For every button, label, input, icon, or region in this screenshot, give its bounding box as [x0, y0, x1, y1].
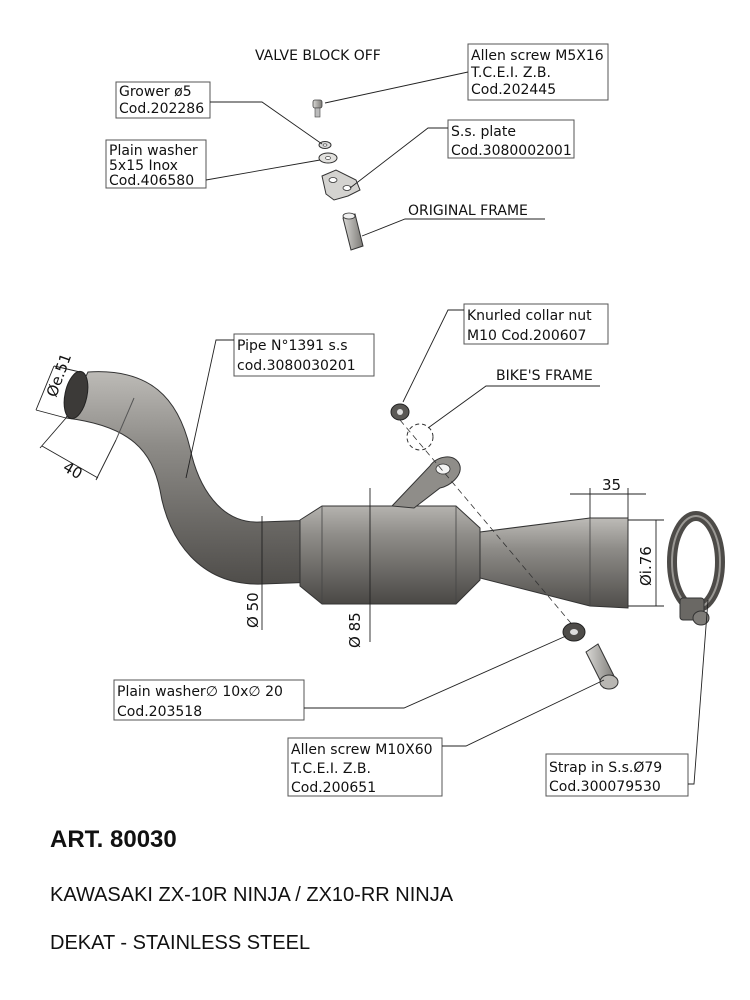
grower-washer-part [318, 141, 332, 149]
callout-plain-washer-5x15: Plain washer 5x15 Inox Cod.406580 [105, 139, 207, 189]
svg-text:Cod.202286: Cod.202286 [119, 101, 204, 117]
model-name: KAWASAKI ZX-10R NINJA / ZX10-RR NINJA [50, 884, 454, 906]
leader-bikes-frame [427, 385, 600, 429]
svg-text:Cod.203518: Cod.203518 [117, 704, 202, 720]
leader-pipe [185, 339, 234, 479]
leader-plain-washer-10x20 [304, 635, 567, 709]
callout-allen-screw-m5: Allen screw M5X16 T.C.E.I. Z.B. Cod.2024… [467, 43, 609, 101]
m10-allen-screw-part [585, 643, 619, 690]
dim-outlet-length: 35 [570, 476, 646, 518]
dim-body-diameter: Ø 85 [346, 488, 371, 648]
svg-text:Plain washer∅ 10x∅ 20: Plain washer∅ 10x∅ 20 [117, 684, 283, 700]
outlet-cone [479, 517, 629, 609]
svg-text:Cod.406580: Cod.406580 [109, 173, 194, 189]
callout-ss-plate: S.s. plate Cod.3080002001 [447, 119, 575, 159]
svg-text:35: 35 [602, 476, 621, 494]
pipe-1391 [63, 370, 319, 585]
leader-allen-screw-m10 [442, 679, 605, 747]
svg-text:cod.3080030201: cod.3080030201 [237, 358, 356, 374]
svg-text:40: 40 [60, 458, 86, 483]
dim-bend-diameter: Ø 50 [244, 516, 263, 630]
svg-text:Cod.300079530: Cod.300079530 [549, 779, 661, 795]
svg-text:5x15 Inox: 5x15 Inox [109, 158, 178, 174]
plain-washer-5x15-part [318, 152, 338, 164]
original-frame-part [342, 212, 364, 251]
leader-strap [688, 599, 709, 785]
plain-washer-10x20-part [562, 622, 586, 642]
svg-text:Grower ø5: Grower ø5 [119, 84, 192, 100]
dekat-body [299, 505, 481, 605]
dim-outlet-diameter: Øi.76 [628, 519, 664, 607]
leader-m5-screw [324, 71, 469, 104]
callout-grower: Grower ø5 Cod.202286 [115, 81, 211, 119]
svg-text:M10 Cod.200607: M10 Cod.200607 [467, 328, 586, 344]
leader-knurled-nut [402, 309, 464, 403]
leader-grower [210, 101, 323, 145]
leader-ss-plate [349, 127, 448, 189]
assembly-axis-line [399, 419, 576, 629]
product-description: DEKAT - STAINLESS STEEL [50, 932, 311, 954]
svg-text:Cod.3080002001: Cod.3080002001 [451, 143, 572, 159]
valve-block-off-title: VALVE BLOCK OFF [255, 48, 381, 64]
ss-plate-part [321, 169, 361, 201]
svg-text:Pipe N°1391 s.s: Pipe N°1391 s.s [237, 338, 348, 354]
svg-text:Knurled collar nut: Knurled collar nut [467, 308, 592, 324]
bikes-frame-marker [406, 423, 434, 451]
svg-text:Plain washer: Plain washer [109, 143, 198, 159]
callout-plain-washer-10x20: Plain washer∅ 10x∅ 20 Cod.203518 [113, 679, 305, 721]
article-number: ART. 80030 [50, 826, 177, 853]
original-frame-label: ORIGINAL FRAME [408, 203, 528, 219]
mounting-bracket [390, 456, 461, 509]
svg-text:T.C.E.I. Z.B.: T.C.E.I. Z.B. [290, 761, 371, 777]
dim-inlet-length: 40 [39, 417, 117, 483]
svg-text:Cod.200651: Cod.200651 [291, 780, 376, 796]
svg-text:Allen screw M5X16: Allen screw M5X16 [471, 48, 604, 64]
svg-text:Øi.76: Øi.76 [637, 546, 655, 586]
svg-text:Strap in S.s.Ø79: Strap in S.s.Ø79 [549, 760, 662, 776]
leader-plain-washer-5x15 [205, 159, 321, 181]
leader-original-frame [361, 218, 545, 237]
svg-text:Allen screw M10X60: Allen screw M10X60 [291, 742, 433, 758]
callout-strap: Strap in S.s.Ø79 Cod.300079530 [545, 753, 689, 797]
svg-text:T.C.E.I. Z.B.: T.C.E.I. Z.B. [470, 65, 551, 81]
callout-knurled-collar-nut: Knurled collar nut M10 Cod.200607 [463, 303, 609, 345]
strap-clamp-part [667, 511, 725, 626]
svg-text:Ø 85: Ø 85 [346, 612, 364, 648]
callout-pipe-1391: Pipe N°1391 s.s cod.3080030201 [233, 333, 375, 377]
svg-text:Ø 50: Ø 50 [244, 592, 262, 628]
m5-allen-screw-part [312, 99, 323, 118]
bikes-frame-label: BIKE'S FRAME [496, 368, 593, 384]
callout-allen-screw-m10: Allen screw M10X60 T.C.E.I. Z.B. Cod.200… [287, 737, 443, 797]
svg-text:S.s. plate: S.s. plate [451, 124, 516, 140]
knurled-collar-nut-part [390, 403, 410, 421]
svg-text:Cod.202445: Cod.202445 [471, 82, 556, 98]
